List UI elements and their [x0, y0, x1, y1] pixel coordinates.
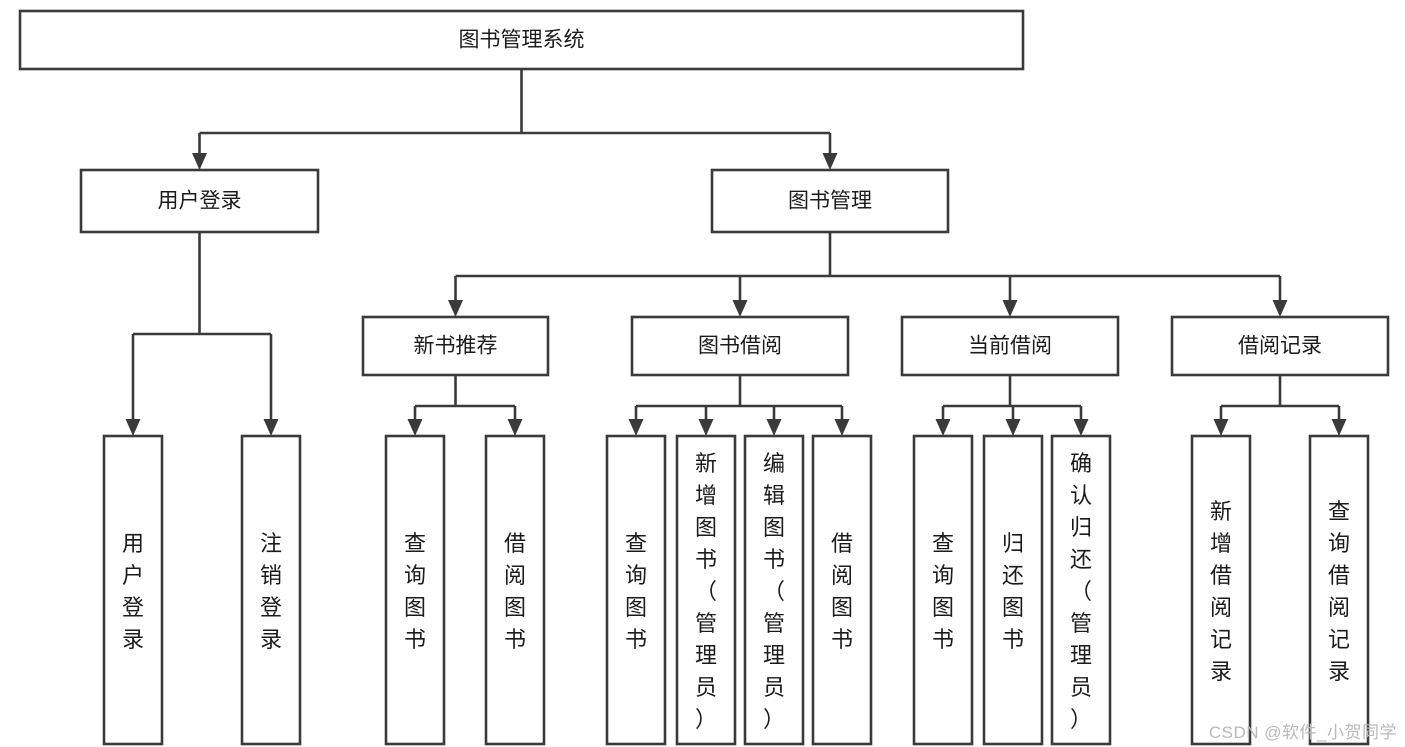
node-label: 注销登录: [260, 531, 282, 652]
node-label: 确认归还（管理员）: [1070, 451, 1092, 732]
node-box: [18, 9, 1025, 71]
node-label: 借阅记录: [1238, 335, 1322, 358]
node-box: [361, 315, 550, 377]
node-b_edit[interactable]: 编辑图书（管理员）: [743, 434, 805, 746]
node-layer: 图书管理系统用户登录图书管理新书推荐图书借阅当前借阅借阅记录用户登录注销登录查询…: [18, 9, 1390, 746]
node-b_lend[interactable]: 借阅图书: [811, 434, 873, 746]
node-box: [384, 434, 446, 746]
node-box: [240, 434, 302, 746]
node-box: [630, 315, 850, 377]
node-label: 新书推荐: [414, 335, 498, 358]
node-n_current[interactable]: 当前借阅: [900, 315, 1120, 377]
node-r_borrow1[interactable]: 借阅图书: [484, 434, 546, 746]
node-root[interactable]: 图书管理系统: [18, 9, 1025, 71]
node-l_logout[interactable]: 注销登录: [240, 434, 302, 746]
node-b_query[interactable]: 查询图书: [605, 434, 667, 746]
node-label: 查询借阅记录: [1328, 499, 1350, 684]
node-label: 借阅图书: [504, 531, 526, 652]
node-box: [102, 434, 164, 746]
node-box: [675, 434, 737, 746]
node-box: [982, 434, 1044, 746]
node-n_borrow[interactable]: 图书借阅: [630, 315, 850, 377]
node-n_user_login[interactable]: 用户登录: [79, 168, 320, 234]
node-c_return[interactable]: 归还图书: [982, 434, 1044, 746]
node-box: [1190, 434, 1252, 746]
node-b_add[interactable]: 新增图书（管理员）: [675, 434, 737, 746]
node-n_record[interactable]: 借阅记录: [1170, 315, 1390, 377]
node-box: [1170, 315, 1390, 377]
node-box: [79, 168, 320, 234]
node-box: [900, 315, 1120, 377]
node-label: 查询图书: [404, 531, 426, 652]
node-label: 查询图书: [625, 531, 647, 652]
node-label: 当前借阅: [968, 335, 1052, 358]
node-label: 图书管理系统: [459, 29, 585, 52]
node-box: [1308, 434, 1370, 746]
node-r_query1[interactable]: 查询图书: [384, 434, 446, 746]
node-label: 查询图书: [932, 531, 954, 652]
node-box: [484, 434, 546, 746]
node-box: [710, 168, 950, 234]
node-label: 借阅图书: [831, 531, 853, 652]
node-label: 用户登录: [158, 190, 242, 213]
node-label: 新增图书（管理员）: [695, 451, 717, 732]
node-c_confirm[interactable]: 确认归还（管理员）: [1050, 434, 1112, 746]
node-label: 用户登录: [122, 531, 144, 652]
node-box: [743, 434, 805, 746]
node-d_query[interactable]: 查询借阅记录: [1308, 434, 1370, 746]
node-l_login[interactable]: 用户登录: [102, 434, 164, 746]
node-box: [605, 434, 667, 746]
node-box: [912, 434, 974, 746]
node-box: [811, 434, 873, 746]
node-n_book_mgmt[interactable]: 图书管理: [710, 168, 950, 234]
edge-layer: [125, 69, 1347, 436]
node-c_query[interactable]: 查询图书: [912, 434, 974, 746]
watermark-text: CSDN @软件_小贺同学: [1208, 723, 1397, 742]
node-box: [1050, 434, 1112, 746]
node-label: 编辑图书（管理员）: [763, 451, 785, 732]
node-label: 图书管理: [788, 190, 872, 213]
node-n_new_rec[interactable]: 新书推荐: [361, 315, 550, 377]
node-label: 图书借阅: [698, 335, 782, 358]
node-label: 新增借阅记录: [1210, 499, 1232, 684]
node-d_add[interactable]: 新增借阅记录: [1190, 434, 1252, 746]
node-label: 归还图书: [1002, 531, 1024, 652]
